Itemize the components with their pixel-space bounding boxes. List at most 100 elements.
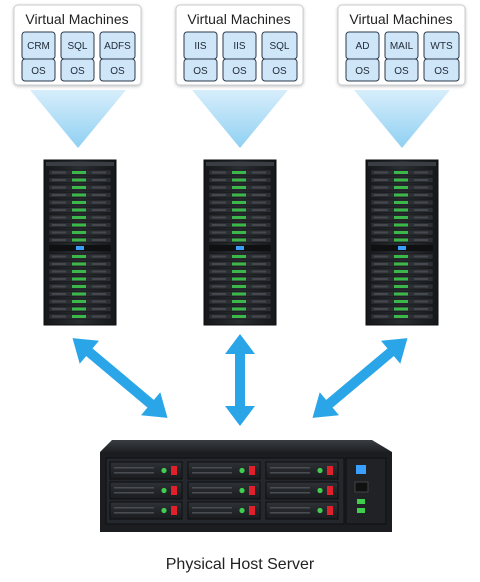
- drive-vent: [114, 512, 154, 514]
- rack-vent: [414, 300, 428, 303]
- rack-vent: [92, 186, 106, 189]
- rack-vent: [252, 171, 266, 174]
- rack-green-led: [232, 201, 246, 204]
- drive-vent: [114, 487, 154, 489]
- rack-green-led: [72, 201, 86, 204]
- rack-vent: [52, 171, 66, 174]
- rack-vent: [374, 186, 388, 189]
- rack-vent: [252, 300, 266, 303]
- rack-vent: [212, 270, 226, 273]
- rack-vent: [374, 270, 388, 273]
- rack-vent: [252, 255, 266, 258]
- rack-vent: [212, 278, 226, 280]
- rack-vent: [212, 308, 226, 310]
- rack-vent: [92, 194, 106, 196]
- vm-os-tile: [261, 58, 298, 82]
- rack-green-led: [232, 315, 246, 318]
- double-arrow-icon: [225, 334, 255, 426]
- rack-vent: [414, 179, 428, 181]
- vm-card: WTS OS: [423, 31, 460, 82]
- vm-app-label: SQL: [67, 41, 87, 52]
- rack-vent: [92, 263, 106, 265]
- rack-vent: [52, 201, 66, 204]
- rack-vent: [252, 270, 266, 273]
- drive-bay: [265, 501, 339, 520]
- drive-vent: [270, 472, 310, 474]
- rack-green-led: [394, 255, 408, 258]
- drive-green-led: [317, 507, 323, 514]
- drive-vent: [270, 467, 310, 469]
- rack-server-3: [365, 159, 439, 326]
- rack-green-led: [232, 300, 246, 303]
- rack-green-led: [72, 270, 86, 273]
- rack-vent: [374, 315, 388, 318]
- host-top-face: [100, 440, 392, 452]
- rack-vent: [212, 216, 226, 219]
- rack-green-led: [72, 208, 86, 212]
- vm-os-tile: [21, 58, 56, 82]
- rack-vent: [374, 231, 388, 234]
- vm-os-tile: [345, 58, 380, 82]
- vm-card: SQL OS: [60, 31, 95, 82]
- rack-green-led: [394, 270, 408, 273]
- rack-vent: [92, 209, 106, 211]
- rack-vent: [252, 216, 266, 219]
- vm-group-2: Virtual Machines IIS OS IIS OS SQL OS: [175, 4, 304, 148]
- vm-os-tile: [60, 58, 95, 82]
- drive-vent: [114, 472, 154, 474]
- rack-vent: [414, 278, 428, 280]
- rack-vent: [252, 278, 266, 280]
- vm-os-label: OS: [110, 66, 125, 77]
- rack-green-led: [394, 178, 408, 182]
- rack-vent: [414, 231, 428, 234]
- rack-green-led: [394, 171, 408, 174]
- rack-green-led: [394, 277, 408, 281]
- rack-vent: [52, 263, 66, 265]
- vm-os-label: OS: [355, 66, 370, 77]
- vm-card: CRM OS: [21, 31, 56, 82]
- rack-vent: [374, 300, 388, 303]
- drive-bays: [109, 461, 339, 520]
- rack-vent: [252, 293, 266, 295]
- rack-green-led: [232, 186, 246, 189]
- vm-os-tile: [99, 58, 136, 82]
- rack-vent: [414, 255, 428, 258]
- rack-vent: [414, 270, 428, 273]
- rack-vent: [414, 209, 428, 211]
- rack-green-led: [232, 238, 246, 242]
- rack-green-led: [232, 193, 246, 197]
- rack-green-led: [394, 285, 408, 288]
- drive-red-led: [249, 486, 255, 495]
- rack-vent: [414, 201, 428, 204]
- rack-green-led: [232, 277, 246, 281]
- rack-vent: [52, 209, 66, 211]
- rack-vent: [212, 293, 226, 295]
- drive-bay: [187, 481, 261, 500]
- rack-green-led: [232, 171, 246, 174]
- host-caption: Physical Host Server: [166, 556, 315, 573]
- drive-green-led: [161, 487, 167, 494]
- rack-vent: [92, 239, 106, 241]
- rack-green-led: [72, 223, 86, 227]
- rack-green-led: [394, 186, 408, 189]
- rack-vent: [92, 171, 106, 174]
- rack-vent: [414, 308, 428, 310]
- rack-vent: [252, 285, 266, 288]
- rack-vent: [52, 255, 66, 258]
- rack-top-edge: [46, 162, 114, 166]
- rack-vent: [92, 270, 106, 273]
- vm-card: IIS OS: [183, 31, 218, 82]
- rack-green-led: [394, 193, 408, 197]
- rack-vent: [212, 231, 226, 234]
- rack-vent: [212, 300, 226, 303]
- drive-red-led: [327, 486, 333, 495]
- drive-vent: [114, 492, 154, 494]
- rack-vent: [212, 263, 226, 265]
- drive-green-led: [239, 467, 245, 474]
- rack-green-led: [72, 307, 86, 311]
- rack-green-led: [232, 231, 246, 234]
- vm-app-label: IIS: [233, 41, 246, 52]
- rack-green-led: [394, 300, 408, 303]
- drive-red-led: [249, 506, 255, 515]
- rack-vent: [52, 231, 66, 234]
